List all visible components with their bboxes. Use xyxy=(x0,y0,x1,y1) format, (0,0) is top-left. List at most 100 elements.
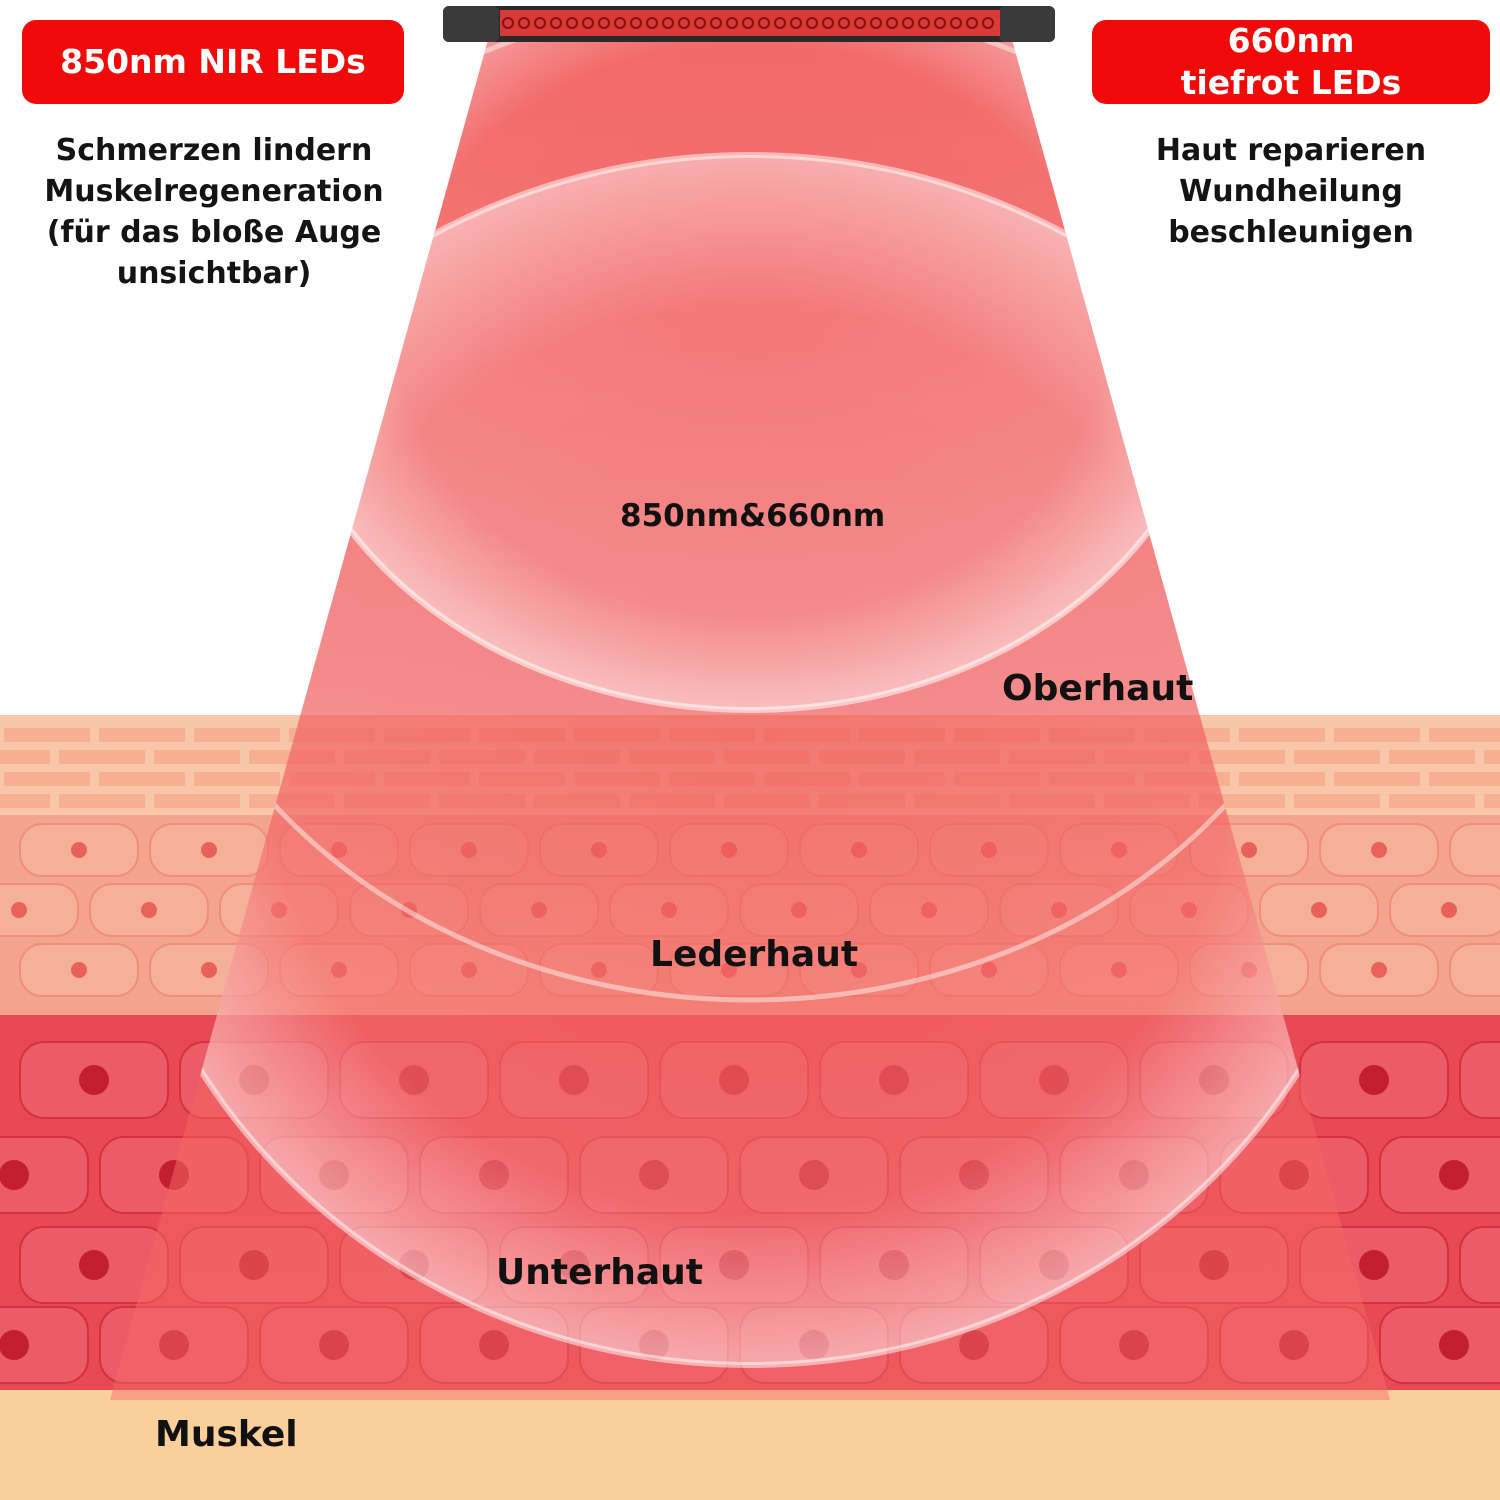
cell-nucleus xyxy=(1241,842,1257,858)
cell-nucleus xyxy=(201,842,217,858)
red-benefits: Haut reparieren Wundheilung beschleunige… xyxy=(1092,130,1490,253)
epidermis-cell xyxy=(1389,794,1475,808)
cell-nucleus xyxy=(1311,902,1327,918)
nir-led-label: 850nm NIR LEDs xyxy=(60,42,366,81)
dermis-cell xyxy=(1449,823,1500,877)
epidermis-cell xyxy=(99,728,185,742)
cell-nucleus xyxy=(71,962,87,978)
led-dot xyxy=(934,17,946,29)
dermis-label: Lederhaut xyxy=(650,934,859,975)
cell-nucleus xyxy=(1441,902,1457,918)
subcutis-cell xyxy=(0,1306,89,1384)
red-led-badge: 660nm tiefrot LEDs xyxy=(1092,20,1490,104)
led-dot xyxy=(886,17,898,29)
cell-nucleus xyxy=(1371,842,1387,858)
cell-nucleus xyxy=(1439,1160,1469,1190)
muscle-label: Muskel xyxy=(155,1414,298,1455)
led-dot xyxy=(822,17,834,29)
cell-nucleus xyxy=(79,1065,109,1095)
led-dot xyxy=(806,17,818,29)
epidermis-label: Oberhaut xyxy=(1002,668,1194,709)
nir-benefit: (für das bloße Auge xyxy=(46,215,382,250)
muscle-layer xyxy=(0,1390,1500,1500)
subcutis-cell xyxy=(0,1136,89,1214)
epidermis-cell xyxy=(1334,772,1420,786)
led-dot xyxy=(838,17,850,29)
epidermis-cell xyxy=(194,728,280,742)
epidermis-cell xyxy=(99,772,185,786)
cell-nucleus xyxy=(1371,962,1387,978)
led-dot xyxy=(966,17,978,29)
led-dot xyxy=(902,17,914,29)
cell-nucleus xyxy=(1359,1065,1389,1095)
beam-wavelength-label: 850nm&660nm xyxy=(620,498,886,534)
led-dot xyxy=(534,17,546,29)
led-dot xyxy=(982,17,994,29)
epidermis-cell xyxy=(1239,728,1325,742)
led-dot xyxy=(742,17,754,29)
red-benefit: beschleunigen xyxy=(1168,215,1414,250)
epidermis-cell xyxy=(1484,794,1500,808)
cell-nucleus xyxy=(0,1160,29,1190)
cell-nucleus xyxy=(79,1250,109,1280)
led-dot xyxy=(662,17,674,29)
led-panel xyxy=(443,6,1055,42)
subcutis-label: Unterhaut xyxy=(496,1252,703,1293)
led-dot xyxy=(950,17,962,29)
led-dot xyxy=(566,17,578,29)
nir-benefit: Schmerzen lindern xyxy=(55,133,373,168)
subcutis-cell xyxy=(1459,1041,1500,1119)
cell-nucleus xyxy=(201,962,217,978)
epidermis-cell xyxy=(4,772,90,786)
led-dot xyxy=(774,17,786,29)
led-dot xyxy=(758,17,770,29)
epidermis-cell xyxy=(0,794,50,808)
cell-nucleus xyxy=(11,902,27,918)
red-benefit: Haut reparieren xyxy=(1155,133,1427,168)
led-dot xyxy=(598,17,610,29)
epidermis-cell xyxy=(1294,750,1380,764)
led-dot xyxy=(694,17,706,29)
epidermis-cell xyxy=(59,750,145,764)
dermis-cell xyxy=(0,883,79,937)
epidermis-cell xyxy=(0,750,50,764)
penetration-850nm-glow xyxy=(110,155,1390,1365)
cell-nucleus xyxy=(0,1330,29,1360)
cell-nucleus xyxy=(71,842,87,858)
epidermis-cell xyxy=(4,728,90,742)
led-array xyxy=(502,17,994,29)
led-dot xyxy=(870,17,882,29)
epidermis-cell xyxy=(1199,750,1285,764)
subcutis-cell xyxy=(1459,1226,1500,1304)
led-dot xyxy=(678,17,690,29)
epidermis-cell xyxy=(154,750,240,764)
nir-benefit: unsichtbar) xyxy=(116,256,312,291)
led-dot xyxy=(614,17,626,29)
led-dot xyxy=(726,17,738,29)
epidermis-cell xyxy=(59,794,145,808)
nir-benefits: Schmerzen lindern Muskelregeneration (fü… xyxy=(20,130,408,294)
light-beam xyxy=(110,40,1390,1400)
cell-nucleus xyxy=(1359,1250,1389,1280)
led-dot xyxy=(550,17,562,29)
red-led-wavelength: 660nm xyxy=(1227,21,1355,60)
epidermis-cell xyxy=(1239,772,1325,786)
led-dot xyxy=(646,17,658,29)
led-dot xyxy=(790,17,802,29)
red-led-label: tiefrot LEDs xyxy=(1180,63,1402,102)
epidermis-cell xyxy=(1429,772,1500,786)
led-dot xyxy=(518,17,530,29)
red-benefit: Wundheilung xyxy=(1179,174,1403,209)
epidermis-cell xyxy=(154,794,240,808)
dermis-cell xyxy=(1449,943,1500,997)
nir-led-badge: 850nm NIR LEDs xyxy=(22,20,404,104)
epidermis-cell xyxy=(1389,750,1475,764)
led-dot xyxy=(630,17,642,29)
epidermis-cell xyxy=(1484,750,1500,764)
epidermis-cell xyxy=(1294,794,1380,808)
led-dot xyxy=(854,17,866,29)
cell-nucleus xyxy=(1439,1330,1469,1360)
led-dot xyxy=(502,17,514,29)
epidermis-cell xyxy=(1429,728,1500,742)
